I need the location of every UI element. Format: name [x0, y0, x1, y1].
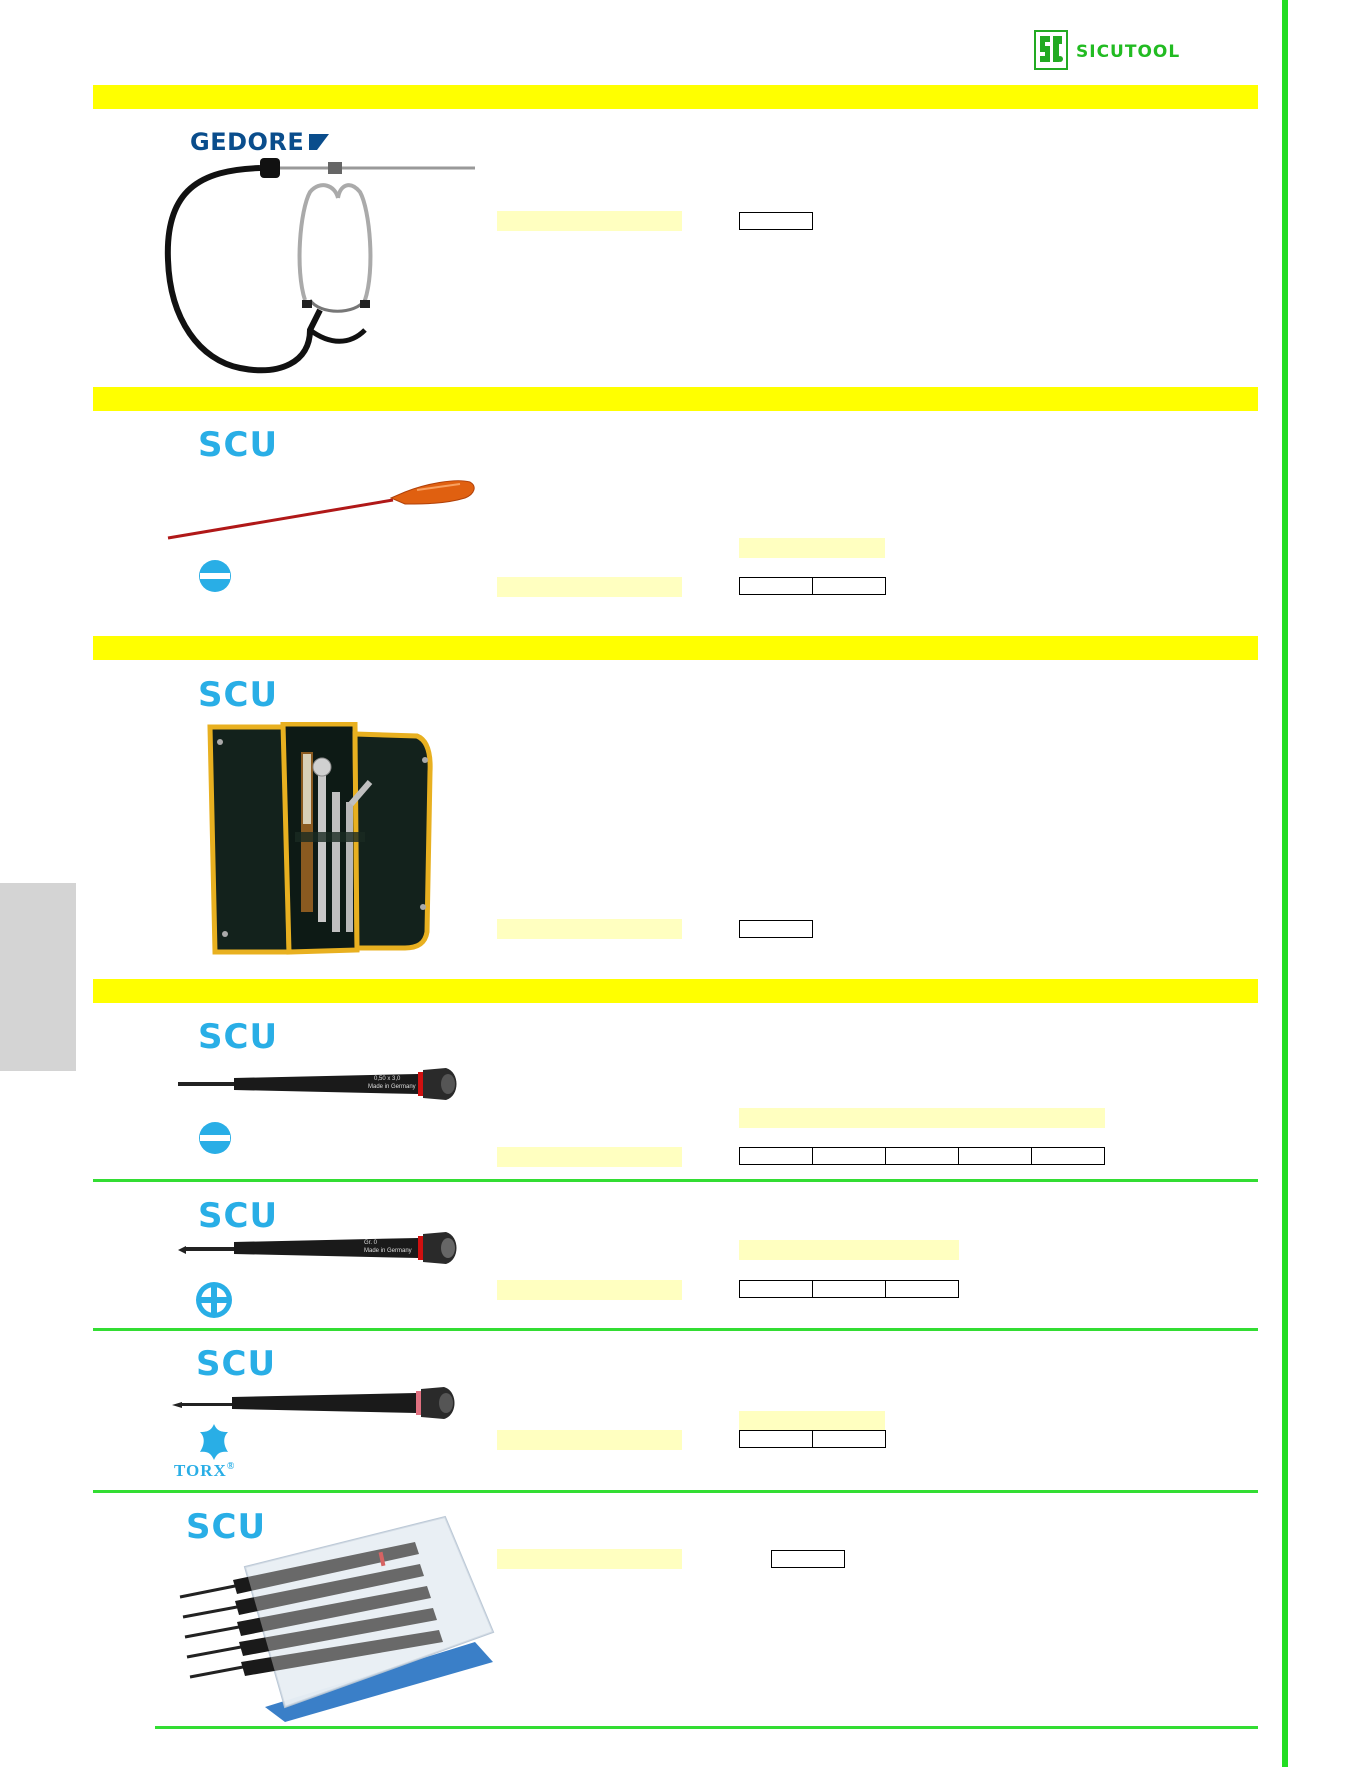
engraving-line-2: Made in Germany	[364, 1248, 412, 1254]
torx-label-text: TORX	[174, 1461, 227, 1480]
precision-phillips-screwdriver-shape	[178, 1232, 457, 1264]
screwdriver-set-case-image	[179, 1515, 495, 1722]
value-cell	[812, 1280, 886, 1298]
gedore-logo: GEDORE	[190, 128, 329, 156]
slotted-tip-icon	[199, 560, 231, 592]
registered-mark: ®	[226, 1461, 236, 1472]
divider-line	[93, 1328, 1258, 1331]
scu-logo: SCU	[198, 1017, 279, 1057]
page-edge-bar	[1282, 0, 1288, 1767]
divider-line	[93, 1490, 1258, 1493]
divider-line	[93, 1179, 1258, 1182]
value-cell	[885, 1147, 959, 1165]
section-bar-4	[93, 979, 1258, 1003]
precision-phillips-screwdriver-image: Gr. 0 Made in Germany	[178, 1230, 463, 1266]
section-bar-1	[93, 85, 1258, 109]
value-cell	[1031, 1147, 1105, 1165]
value-cell	[812, 1430, 886, 1448]
value-cell	[812, 577, 886, 595]
precision-slotted-screwdriver-shape	[178, 1068, 457, 1100]
header-cell	[739, 1108, 1105, 1128]
engraving-line-1: Gr. 0	[364, 1240, 378, 1246]
gedore-flag-icon	[308, 134, 329, 150]
gedore-brand-text: GEDORE	[190, 128, 305, 156]
scu-logo: SCU	[198, 675, 279, 715]
label-cell	[497, 1430, 682, 1450]
engraving-line-1: 0,50 x 3,0	[374, 1076, 401, 1082]
label-cell	[497, 211, 682, 231]
slotted-tip-icon	[199, 1122, 231, 1154]
sicutool-logo-text: SICUTOOL	[1076, 42, 1181, 62]
scu-logo: SCU	[198, 425, 279, 465]
stethoscope-image	[164, 158, 475, 374]
header-cell	[739, 1240, 959, 1260]
label-cell	[497, 1147, 682, 1167]
value-cell	[739, 1280, 813, 1298]
section-bar-3	[93, 636, 1258, 660]
value-cell	[812, 1147, 886, 1165]
value-cell	[739, 577, 813, 595]
chapter-tab	[0, 883, 76, 1071]
scu-logo: SCU	[186, 1507, 267, 1547]
phillips-tip-icon	[196, 1282, 232, 1318]
value-cell	[885, 1280, 959, 1298]
scu-logo: SCU	[196, 1344, 277, 1384]
divider-line	[155, 1726, 1258, 1729]
torx-tip-icon	[200, 1424, 228, 1460]
precision-torx-screwdriver-image	[172, 1387, 455, 1419]
sicutool-logo-mark	[1034, 30, 1068, 70]
engraving-line-2: Made in Germany	[368, 1084, 416, 1090]
sicutool-logo: SICUTOOL SICUTOOL	[1034, 30, 1224, 72]
scu-logo: SCU	[198, 1196, 279, 1236]
value-cell	[958, 1147, 1032, 1165]
header-cell	[739, 1411, 885, 1431]
value-cell	[739, 1430, 813, 1448]
header-cell	[739, 538, 885, 558]
tool-roll-image	[207, 722, 433, 955]
label-cell	[497, 1549, 682, 1569]
label-cell	[497, 577, 682, 597]
value-cell	[739, 920, 813, 938]
precision-slotted-screwdriver-image: 0,50 x 3,0 Made in Germany	[178, 1066, 463, 1102]
long-screwdriver-image	[167, 480, 475, 540]
value-cell	[739, 212, 813, 230]
label-cell	[497, 1280, 682, 1300]
value-cell	[739, 1147, 813, 1165]
label-cell	[497, 919, 682, 939]
value-cell	[771, 1550, 845, 1568]
torx-label: TORX®	[174, 1461, 235, 1481]
section-bar-2	[93, 387, 1258, 411]
sicutool-fine-print: SICUTOOL	[1038, 67, 1054, 71]
